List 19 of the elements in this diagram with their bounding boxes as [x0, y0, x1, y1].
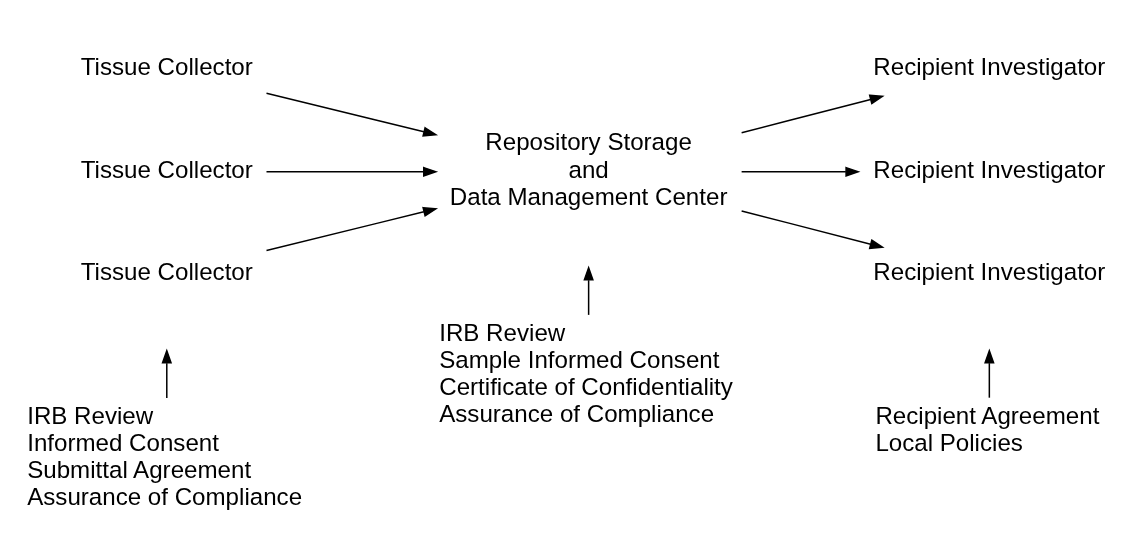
arrow: [583, 264, 594, 316]
arrow: [265, 206, 439, 251]
arrow: [740, 209, 885, 249]
arrow: [740, 166, 861, 177]
node-text: Tissue Collector: [80, 52, 253, 80]
arrow: [161, 347, 173, 399]
node-text: Recipient Investigator: [873, 155, 1106, 183]
node-text: Tissue Collector: [80, 155, 253, 183]
node-text: Recipient Investigator: [873, 52, 1106, 80]
arrow: [740, 94, 885, 133]
arrow: [984, 347, 995, 398]
node-text: Recipient Investigator: [873, 257, 1106, 285]
arrow: [265, 166, 439, 177]
node-text: Repository Storage and Data Management Center: [449, 127, 728, 210]
arrow: [265, 92, 439, 137]
node-text: Recipient Agreement Local Policies: [875, 401, 1100, 456]
node-text: IRB Review Sample Informed Consent Certificate of Confidentiality Assurance of Compliance: [439, 318, 733, 427]
node-text: IRB Review Informed Consent Submittal Agreement Assurance of Compliance: [27, 401, 303, 510]
node-text: Tissue Collector: [80, 257, 253, 285]
